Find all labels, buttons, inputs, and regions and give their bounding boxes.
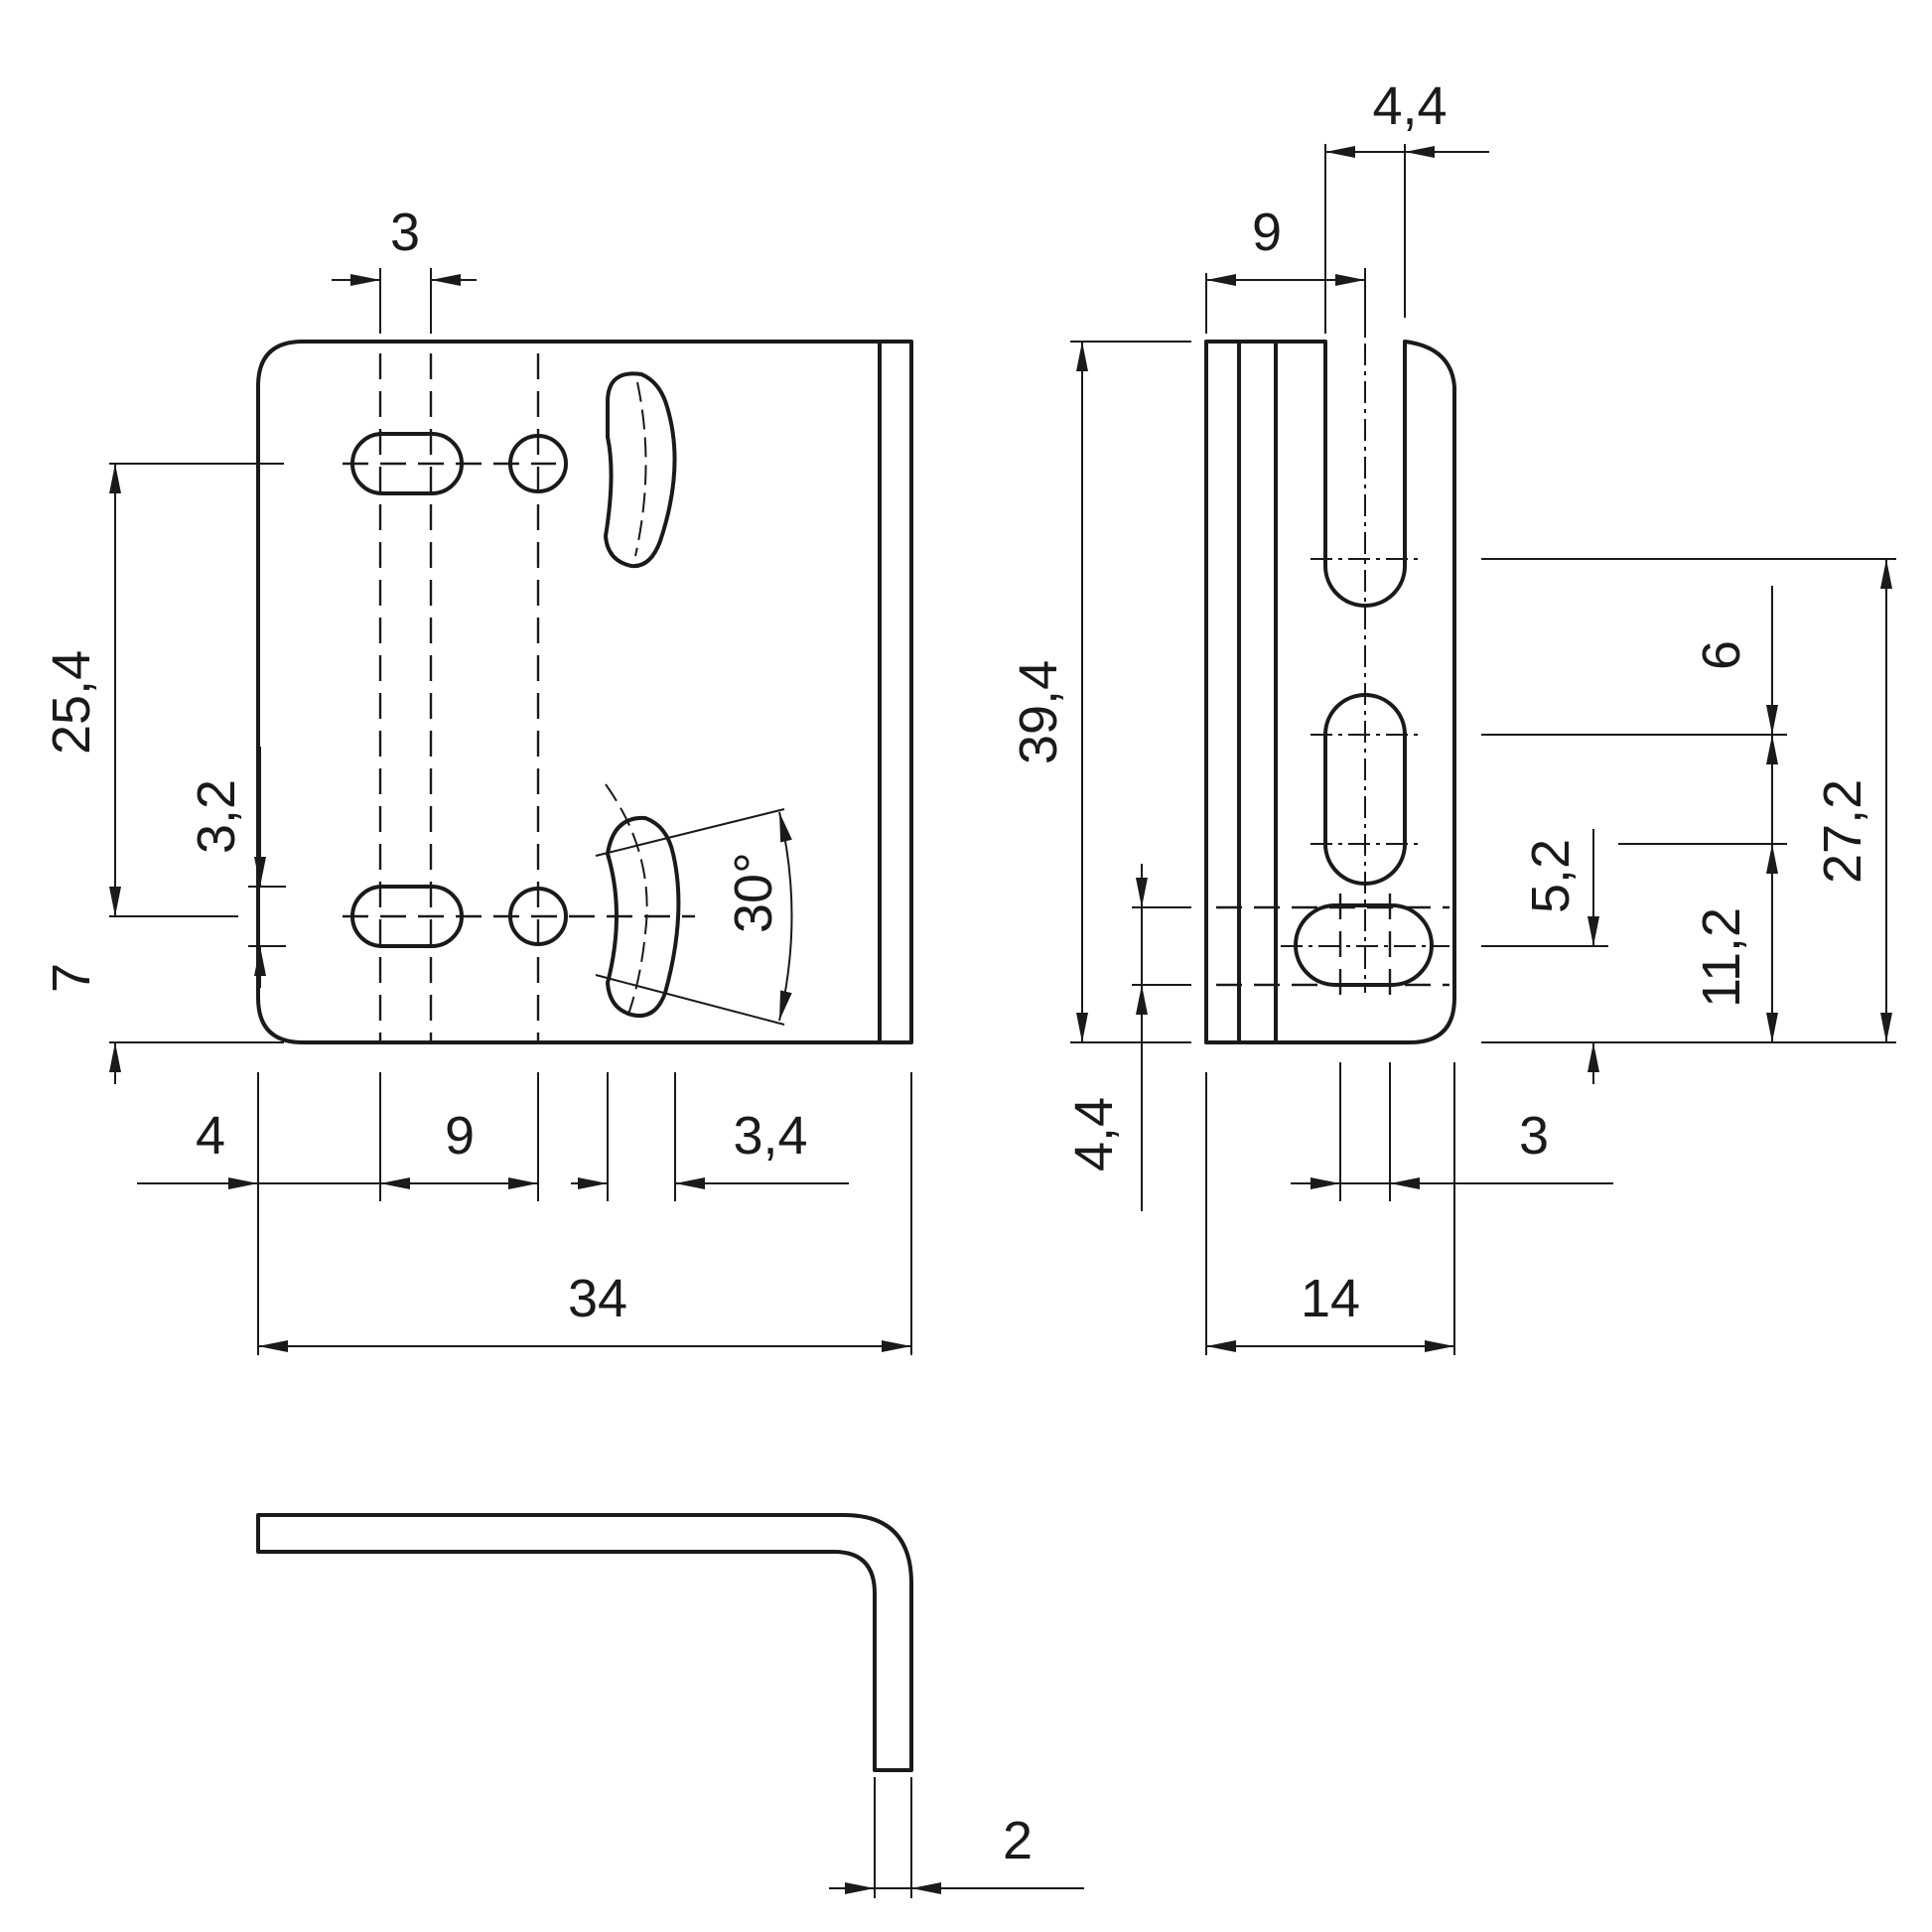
angle-arc: [778, 811, 793, 1022]
angle-leader: [595, 974, 785, 1026]
dim-edge-to-first-hole: 4: [196, 1106, 225, 1166]
dim-bottom-hole-height: 7: [42, 963, 101, 993]
slot-hole-top: [350, 432, 464, 495]
angle-label: 30°: [724, 852, 783, 933]
dim-top-slot-height: 27,2: [1813, 779, 1872, 884]
dim-slot-length: 3: [390, 203, 420, 262]
dim-thickness: 2: [1003, 1811, 1033, 1870]
dim-bottom-slot-height: 4,4: [1064, 1097, 1124, 1172]
dim-slot-width: 3,2: [187, 779, 246, 854]
angle-leader: [595, 808, 785, 857]
arc-slot-centerline: [605, 783, 648, 1024]
front-view: 30° 3 25,4 7 3,2 4 9 3,4: [42, 203, 913, 1355]
arc-slot-centerline: [634, 381, 647, 557]
dim-hole-spacing: 9: [445, 1106, 475, 1166]
slot-hole-middle: [1323, 693, 1407, 886]
dim-open-slot-width: 4,4: [1372, 76, 1447, 136]
bracket-profile: [256, 1513, 913, 1772]
slot-hole-bottom: [350, 885, 464, 948]
dim-bottom-slot-center: 5,2: [1521, 839, 1581, 913]
bottom-view: 2: [256, 1513, 1084, 1898]
arc-slot-top: [604, 371, 677, 569]
dim-height: 39,4: [1009, 660, 1068, 764]
side-view: 9 4,4 39,4 4,4 3 14: [1009, 76, 1896, 1355]
side-plate-outline: [1204, 340, 1456, 1044]
dim-slot-offset: 9: [1252, 203, 1282, 262]
front-plate-outline: [256, 340, 913, 1044]
dim-width: 34: [568, 1269, 627, 1328]
dim-depth: 14: [1301, 1269, 1360, 1328]
dim-arc-slot-width: 3,4: [733, 1106, 807, 1166]
dim-vertical-hole-spacing: 25,4: [42, 650, 101, 755]
dim-mid-slot-height: 11,2: [1692, 907, 1751, 1008]
dim-bottom-slot-width: 3: [1519, 1106, 1549, 1166]
dim-slot-spacing: 6: [1692, 640, 1751, 670]
